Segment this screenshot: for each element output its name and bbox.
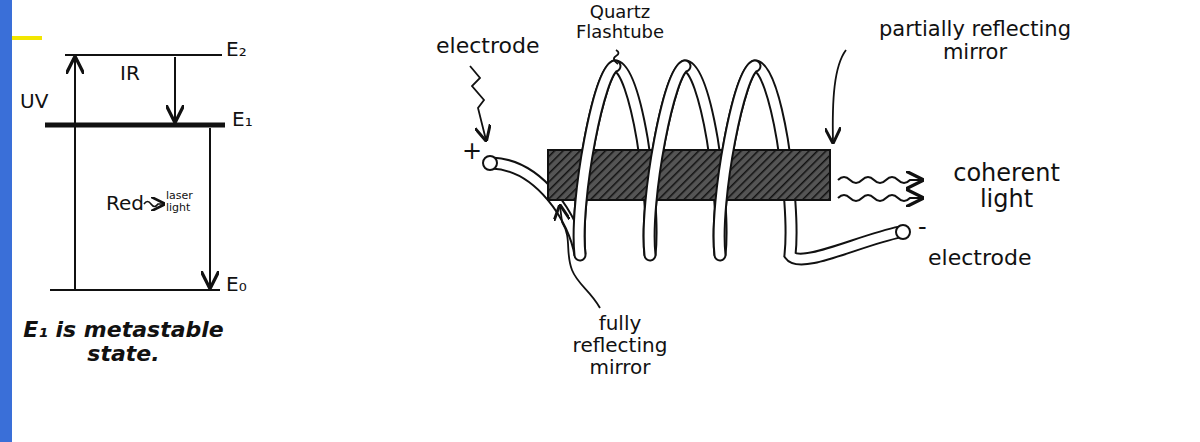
polarity-sign: - xyxy=(918,214,927,240)
part-label: partially reflecting mirror xyxy=(850,18,1100,64)
flashtube-outline xyxy=(492,66,900,259)
flashtube-front xyxy=(579,66,755,255)
leader-line xyxy=(560,206,600,308)
note-text: E₁ is metastable state. xyxy=(16,318,231,366)
output-label: coherent light xyxy=(944,160,1069,213)
part-label: fully reflecting mirror xyxy=(560,312,680,378)
energy-label: E₂ xyxy=(226,38,247,60)
electrode-cap xyxy=(896,225,910,239)
ir-arrow xyxy=(174,57,176,121)
transition-label: UV xyxy=(20,90,48,112)
energy-level xyxy=(65,54,222,56)
energy-level xyxy=(50,289,220,291)
energy-label: E₀ xyxy=(226,273,247,295)
transition-label: IR xyxy=(120,62,140,84)
accent-line xyxy=(12,36,42,40)
leader-line xyxy=(833,50,846,142)
flashtube-inner xyxy=(492,66,900,259)
flashtube-front-inner xyxy=(579,66,755,255)
part-label: electrode xyxy=(928,246,1031,270)
part-label: electrode xyxy=(436,34,539,58)
side-bar xyxy=(0,0,12,442)
part-label: Quartz Flashtube xyxy=(570,2,670,42)
transition-note: laser light xyxy=(166,190,206,214)
energy-level xyxy=(45,123,225,128)
squiggle-arrow xyxy=(144,202,164,207)
electrode-cap xyxy=(483,156,497,170)
polarity-sign: + xyxy=(462,138,482,164)
energy-label: E₁ xyxy=(232,108,253,130)
light-beam xyxy=(838,195,922,201)
light-beam xyxy=(838,177,922,183)
leader-line xyxy=(470,66,486,140)
transition-label: Red xyxy=(106,192,144,214)
leader-line xyxy=(614,50,619,64)
uv-arrow xyxy=(74,58,76,289)
red-arrow xyxy=(209,128,211,287)
